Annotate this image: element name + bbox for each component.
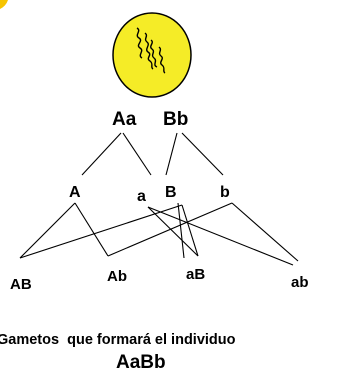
caption-line1: Gametos que formará el individuo — [0, 332, 236, 348]
chromosome — [150, 39, 158, 68]
combination-lines — [19, 202, 299, 266]
gamete-label-a-dominant-b-recessive: Ab — [107, 268, 127, 285]
genotype-label-bb: Bb — [163, 109, 188, 130]
corner-accent — [0, 0, 8, 9]
gamete-label-ab-dominant: AB — [10, 276, 32, 293]
cell-with-chromosomes-icon — [112, 12, 192, 98]
gamete-label-ab-recessive: ab — [291, 274, 309, 291]
genotype-label-aa: Aa — [112, 109, 137, 130]
gamete-label-a-recessive-b-dominant: aB — [186, 266, 205, 283]
chromosome — [136, 27, 143, 59]
chromosome — [158, 46, 166, 74]
segregation-lines — [81, 132, 224, 176]
allele-label-b-dominant: B — [165, 184, 177, 201]
allele-label-a-dominant: A — [69, 184, 81, 201]
allele-label-a-recessive: a — [137, 188, 146, 205]
caption-line2: AaBb — [116, 352, 166, 373]
allele-label-b-recessive: b — [220, 184, 230, 201]
chromosome — [144, 32, 154, 70]
